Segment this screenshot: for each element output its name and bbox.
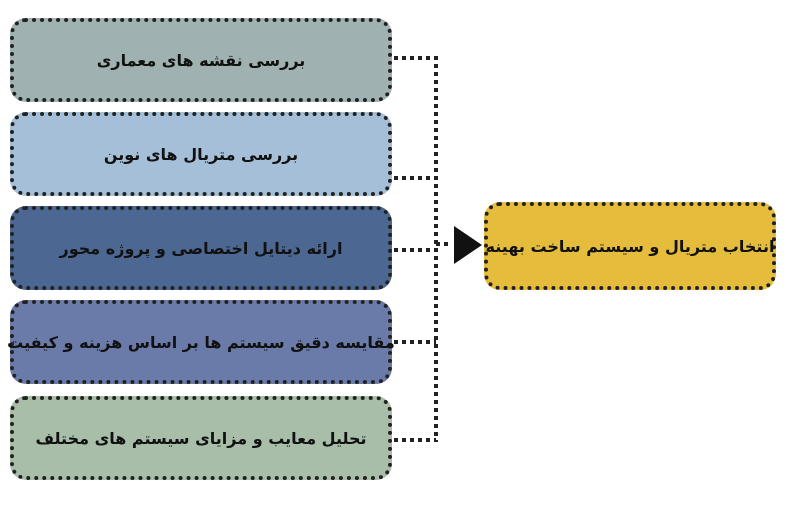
source-box-pros-cons-analysis: تحلیل معایب و مزایای سیستم های مختلف [10,396,392,480]
source-box-system-comparison: مقایسه دقیق سیستم ها بر اساس هزینه و کیف… [7,300,395,384]
source-label: مقایسه دقیق سیستم ها بر اساس هزینه و کیف… [7,332,395,352]
source-label: بررسی متریال های نوین [103,144,299,164]
source-label: تحلیل معایب و مزایای سیستم های مختلف [35,428,367,448]
target-label: انتخاب متریال و سیستم ساخت بهینه [485,236,775,256]
arrow-head-icon [454,226,482,264]
source-box-new-materials: بررسی متریال های نوین [10,112,392,196]
source-label: بررسی نقشه های معماری [96,50,306,70]
source-label: ارائه دیتایل اختصاصی و پروژه محور [59,238,343,258]
source-box-architectural-plans: بررسی نقشه های معماری [10,18,392,102]
source-box-custom-details: ارائه دیتایل اختصاصی و پروژه محور [10,206,392,290]
target-box-optimal-selection: انتخاب متریال و سیستم ساخت بهینه [484,202,776,290]
